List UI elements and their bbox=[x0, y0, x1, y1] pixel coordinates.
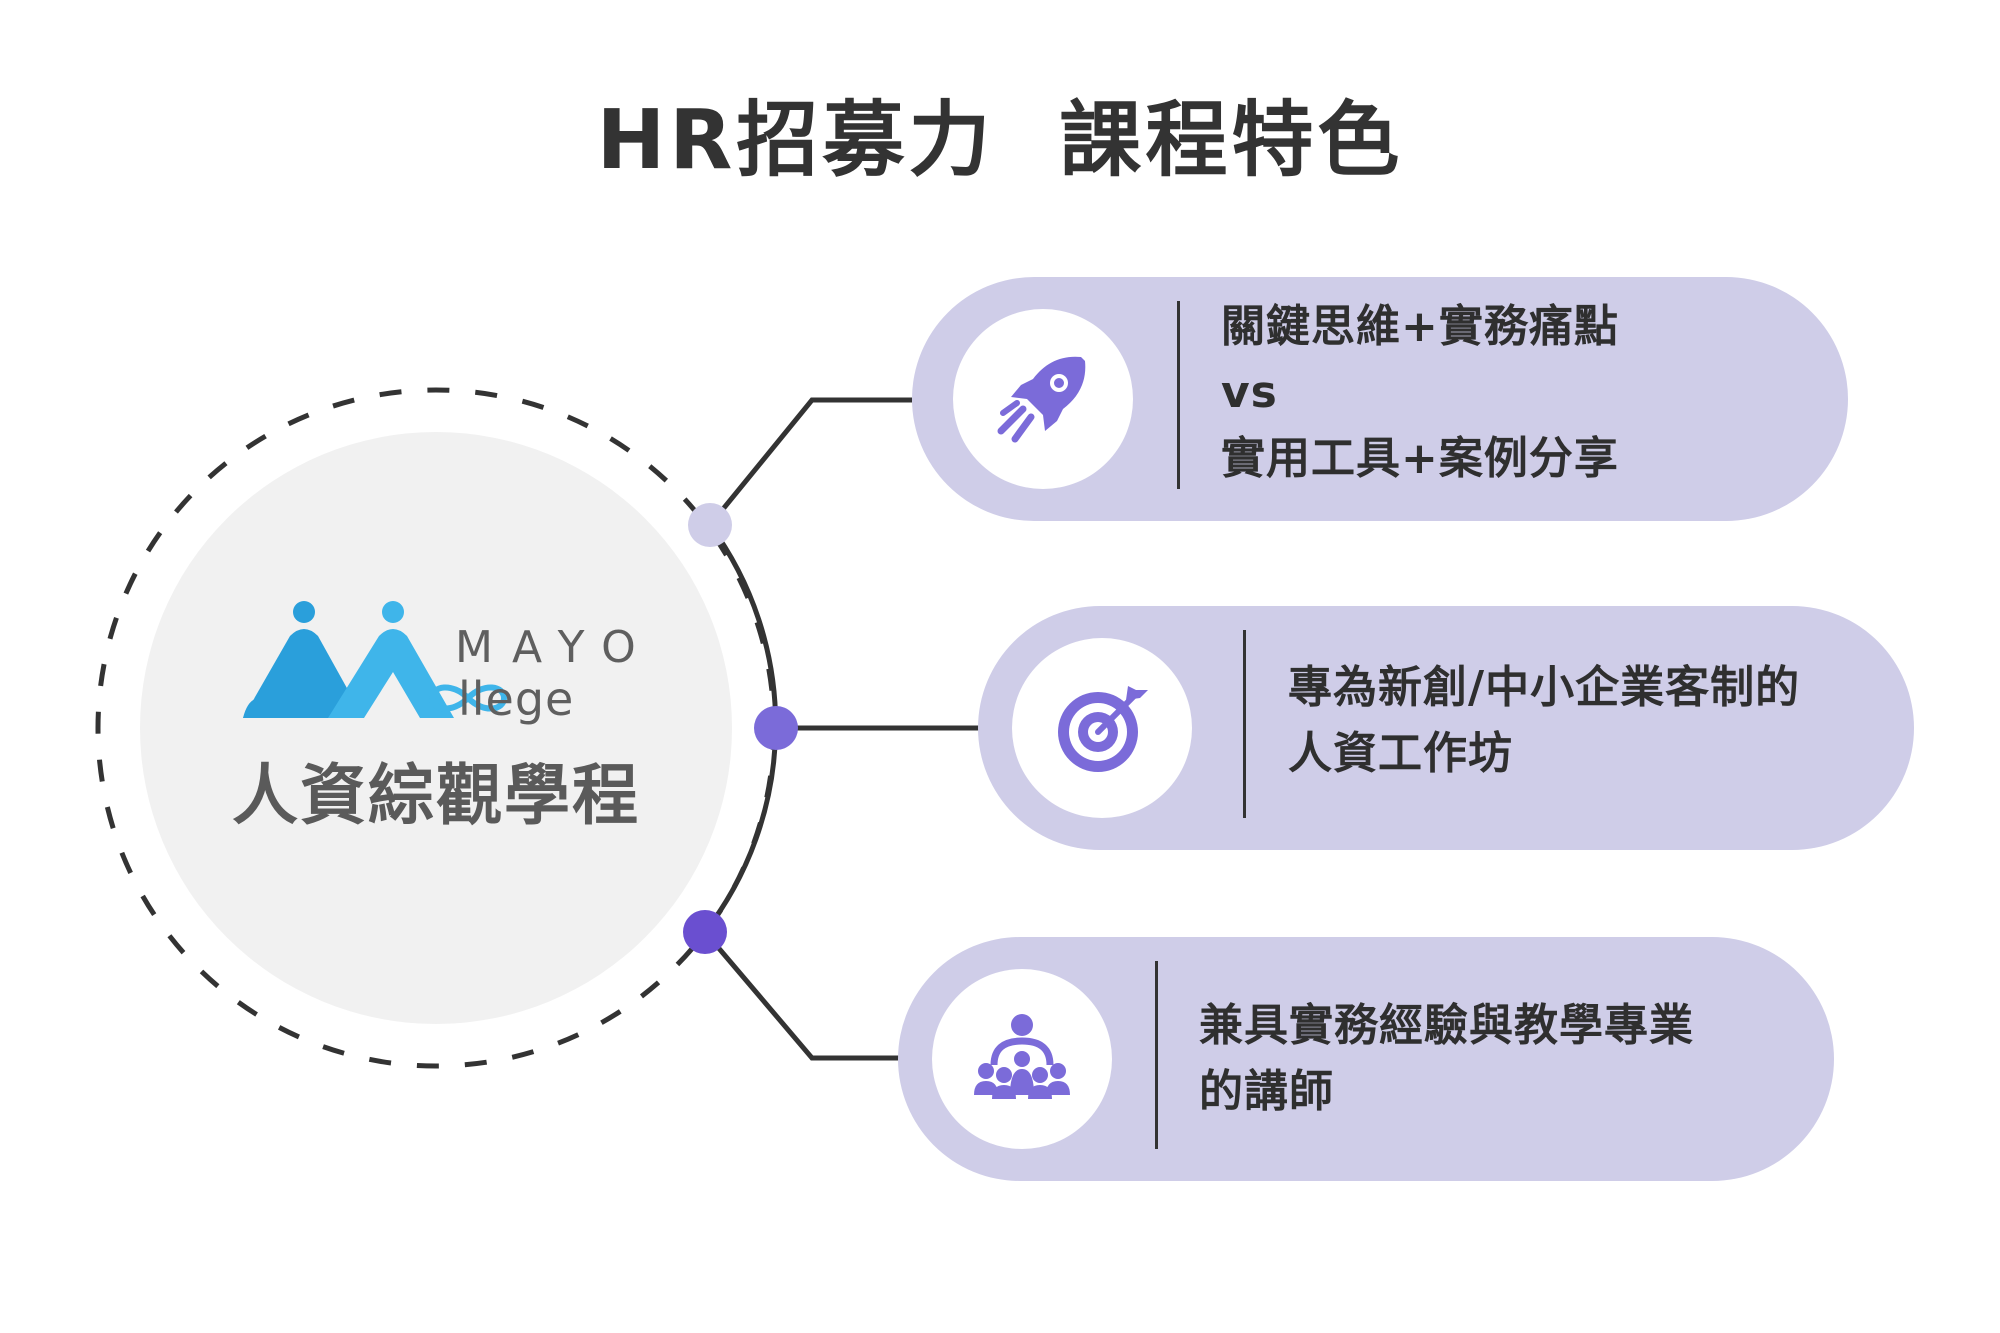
rocket-icon bbox=[997, 356, 1086, 443]
feature-3-line-2: 的講師 bbox=[1199, 1066, 1334, 1117]
hub-caption: 人資綜觀學程 bbox=[232, 757, 640, 834]
feature-1-line-1: 關鍵思維+實務痛點 bbox=[1221, 301, 1619, 352]
hub-circle bbox=[140, 432, 732, 1024]
feature-1-line-2: vs bbox=[1221, 367, 1278, 418]
target-icon bbox=[1058, 686, 1148, 772]
brand-name-bottom: llege bbox=[458, 672, 575, 726]
feature-1-divider bbox=[1177, 301, 1180, 489]
feature-2-divider bbox=[1243, 630, 1246, 818]
brand-name-top: MAYO bbox=[455, 622, 655, 673]
feature-2-text: 專為新創/中小企業客制的 人資工作坊 bbox=[1288, 655, 1800, 787]
feature-2-line-1: 專為新創/中小企業客制的 bbox=[1288, 662, 1801, 713]
connector-line-3 bbox=[703, 930, 900, 1061]
infinity-icon bbox=[428, 684, 508, 712]
feature-2-line-2: 人資工作坊 bbox=[1288, 728, 1513, 779]
feature-1-icon-disc bbox=[953, 309, 1133, 489]
feature-3-line-1: 兼具實務經驗與教學專業 bbox=[1199, 1000, 1694, 1051]
mayo-logo-mark bbox=[243, 601, 508, 718]
feature-1-line-3: 實用工具+案例分享 bbox=[1221, 433, 1619, 484]
feature-2-icon-disc bbox=[1012, 638, 1192, 818]
feature-3-divider bbox=[1155, 961, 1158, 1149]
feature-3-text: 兼具實務經驗與教學專業 的講師 bbox=[1199, 993, 1694, 1125]
feature-1-text: 關鍵思維+實務痛點 vs 實用工具+案例分享 bbox=[1221, 294, 1619, 492]
page-title: HR招募力 課程特色 bbox=[596, 93, 1404, 188]
node-3 bbox=[683, 910, 727, 954]
feature-3-icon-disc bbox=[932, 969, 1112, 1149]
node-2 bbox=[754, 706, 798, 750]
people-group-icon bbox=[974, 1014, 1070, 1099]
node-1 bbox=[688, 503, 732, 547]
connector-line-1 bbox=[708, 397, 912, 527]
